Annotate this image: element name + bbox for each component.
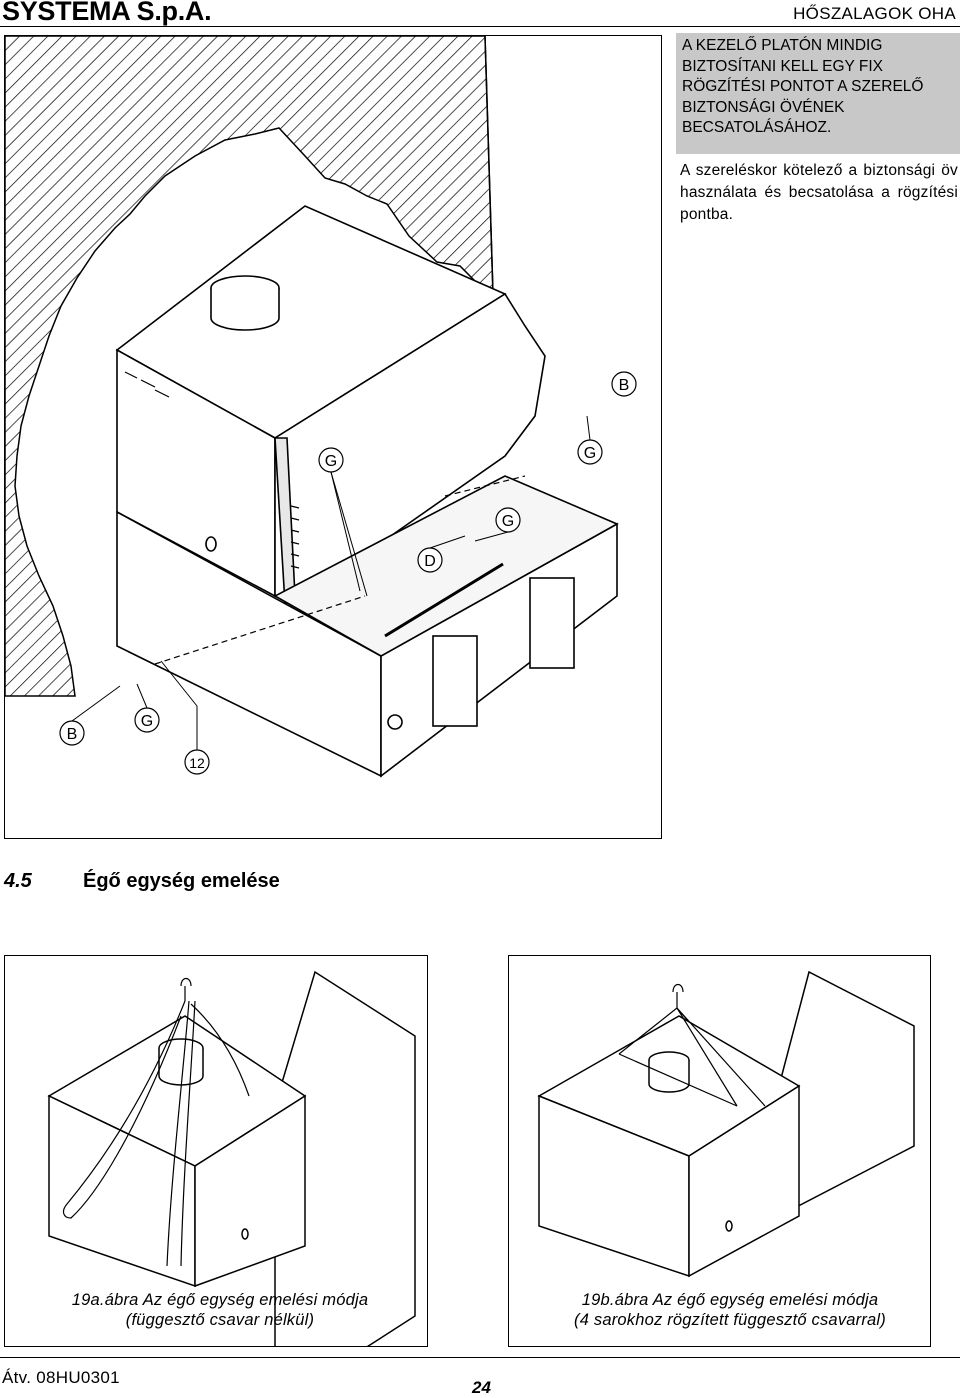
figure-19b-caption-line2: (4 sarokhoz rögzített függesztő csavarra… [574, 1311, 886, 1329]
label-d: D [424, 553, 436, 570]
wall-hatch [5, 36, 494, 697]
figure-19a-caption-line2: (függesztő csavar nélkül) [125, 1311, 315, 1329]
lifting-drawing-b [537, 970, 915, 1278]
revision-code: Átv. 08HU0301 [2, 1368, 120, 1387]
figure-19a [4, 955, 428, 1347]
figure-19b-caption: 19b.ábra Az égő egység emelési módja (4 … [545, 1290, 915, 1330]
label-g-top-right: G [584, 445, 596, 462]
lower-frame [116, 475, 619, 778]
figure-19b-caption-line1: 19b.ábra Az égő egység emelési módja [581, 1291, 879, 1309]
safety-note: A szereléskor kötelező a biztonsági öv h… [680, 162, 958, 223]
installation-drawing: B G G G D B G 12 [5, 36, 637, 778]
section-number: 4.5 [4, 870, 32, 892]
label-b-bottom: B [67, 726, 78, 743]
label-g-bottom: G [141, 713, 153, 730]
figure-19a-caption: 19a.ábra Az égő egység emelési módja (fü… [40, 1290, 400, 1330]
page-number: 24 [472, 1378, 491, 1397]
header-rule [0, 26, 960, 27]
label-ref-12: 12 [189, 755, 205, 771]
figure-19a-caption-line1: 19a.ábra Az égő egység emelési módja [71, 1291, 369, 1309]
installation-diagram: B G G G D B G 12 [4, 35, 662, 839]
footer-rule [0, 1357, 960, 1358]
label-g-left: G [325, 453, 337, 470]
company-brand: SYSTEMA S.p.A. [2, 0, 212, 26]
label-b-top: B [619, 377, 630, 394]
figure-19b [508, 955, 931, 1347]
label-g-middle: G [502, 513, 514, 530]
lifting-drawing-a [47, 970, 416, 1346]
safety-warning-box: A KEZELŐ PLATÓN MINDIG BIZTOSÍTANI KELL … [676, 33, 960, 154]
section-header: HŐSZALAGOK OHA [793, 4, 956, 23]
section-title: Égő egység emelése [83, 870, 280, 892]
